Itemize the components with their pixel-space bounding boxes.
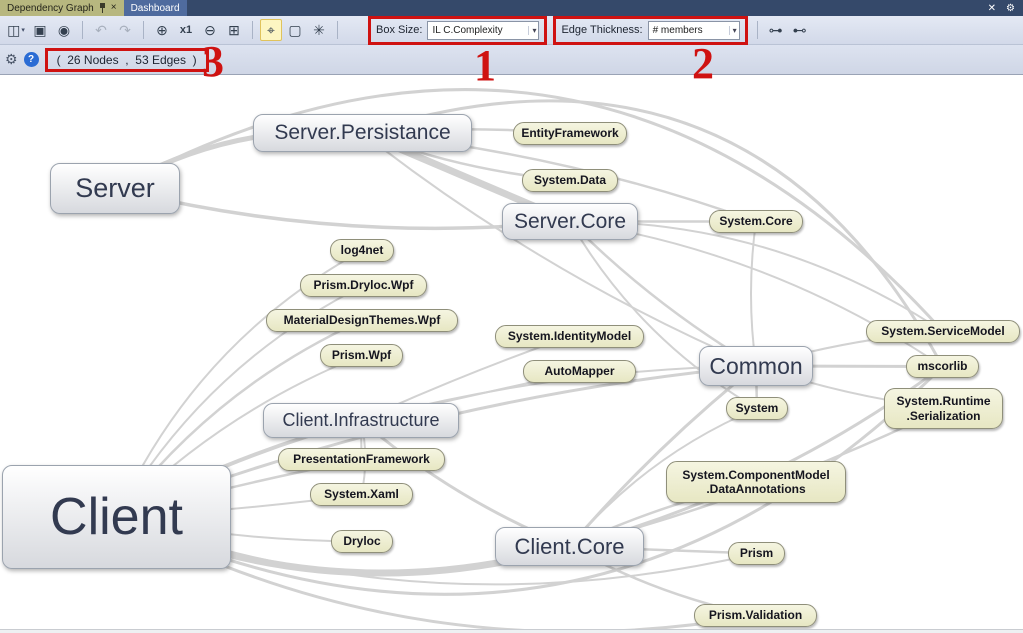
graph-node-mscorlib[interactable]: mscorlib xyxy=(906,355,979,378)
toolbar-separator xyxy=(82,21,83,39)
graph-edge-client_core-to-system xyxy=(568,407,758,548)
node-edge-count-badge: ( 26 Nodes , 53 Edges ) xyxy=(44,47,209,72)
gear-icon[interactable]: ⚙ xyxy=(5,51,18,67)
graph-node-prism_wpf[interactable]: Prism.Wpf xyxy=(320,344,403,367)
toolbar-separator xyxy=(756,21,758,39)
chevron-down-icon: ▾ xyxy=(528,25,536,35)
tab-bar: Dependency Graph × Dashboard ✕ ⚙ xyxy=(0,0,1023,16)
graph-node-prism[interactable]: Prism xyxy=(728,542,785,565)
tab-dashboard[interactable]: Dashboard xyxy=(123,0,187,16)
pin-icon[interactable] xyxy=(99,3,106,13)
pin-board-icon[interactable]: ▣ xyxy=(33,21,47,38)
annotation-number-2: 2 xyxy=(692,39,714,88)
undo-icon: ↶ xyxy=(95,21,107,38)
graph-node-automapper[interactable]: AutoMapper xyxy=(523,360,636,383)
graph-node-client_core[interactable]: Client.Core xyxy=(495,527,644,566)
graph-toolbar: ◫▾▣◉↶↷⊕x1⊖⊞⌖▢✳Box Size:IL C.Complexity▾E… xyxy=(0,15,1023,45)
dependency-matrix-icon[interactable]: ⊶ xyxy=(768,21,783,38)
box-size-dropdown-label: Box Size: xyxy=(376,24,423,36)
graph-edge-client-to-mscorlib xyxy=(115,365,944,596)
graph-node-server[interactable]: Server xyxy=(50,163,180,214)
toolbar-separator xyxy=(252,21,253,39)
tab-label: Dashboard xyxy=(130,2,180,14)
graph-node-system_identitymodel[interactable]: System.IdentityModel xyxy=(495,325,644,348)
graph-node-dryloc[interactable]: Dryloc xyxy=(331,530,393,553)
camera-icon[interactable]: ◉ xyxy=(57,21,71,38)
edge-thickness-dropdown-label: Edge Thickness: xyxy=(561,24,643,36)
graph-node-client_infrastructure[interactable]: Client.Infrastructure xyxy=(263,403,459,438)
horizontal-scrollbar[interactable] xyxy=(0,629,1023,633)
box-size-dropdown-group: Box Size: IL C.Complexity ▾ xyxy=(368,15,548,45)
tab-label: Dependency Graph xyxy=(7,2,94,14)
tab-dependency-graph[interactable]: Dependency Graph × xyxy=(0,0,124,16)
help-icon[interactable]: ? xyxy=(23,52,39,67)
zoom-out-icon[interactable]: ⊖ xyxy=(204,21,216,38)
zoom-reset-button[interactable]: x1 xyxy=(179,24,193,36)
graph-edge-server_persistance-to-mscorlib xyxy=(361,99,944,368)
tabbar-right: ✕ ⚙ xyxy=(988,0,1023,16)
marquee-select-icon[interactable]: ▢ xyxy=(288,21,302,38)
graph-node-log4net[interactable]: log4net xyxy=(330,239,394,262)
graph-edge-server_persistance-to-common xyxy=(361,132,757,367)
graph-node-system_core[interactable]: System.Core xyxy=(709,210,803,233)
settings-gear-icon[interactable]: ⚙ xyxy=(1006,2,1015,14)
graph-node-prism_validation[interactable]: Prism.Validation xyxy=(694,604,817,627)
edge-thickness-dropdown-group: Edge Thickness: # members ▾ xyxy=(553,15,748,45)
edge-thickness-dropdown-value: # members xyxy=(652,24,703,36)
toolbar-separator xyxy=(143,21,144,39)
chevron-down-icon: ▾ xyxy=(728,25,737,35)
graph-node-materialdesignthemes_wpf[interactable]: MaterialDesignThemes.Wpf xyxy=(266,309,458,332)
close-window-icon[interactable]: ✕ xyxy=(987,2,997,14)
annotation-number-1: 1 xyxy=(474,41,496,90)
chevron-down-icon: ▾ xyxy=(21,27,25,34)
graph-node-system_runtime_serialization[interactable]: System.Runtime .Serialization xyxy=(884,388,1003,429)
graph-node-entityframework[interactable]: EntityFramework xyxy=(513,122,627,145)
edge-thickness-dropdown[interactable]: # members ▾ xyxy=(647,20,740,40)
close-icon[interactable]: × xyxy=(110,2,117,13)
box-size-dropdown-value: IL C.Complexity xyxy=(432,24,503,36)
graph-node-common[interactable]: Common xyxy=(699,346,813,386)
graph-node-server_persistance[interactable]: Server.Persistance xyxy=(253,114,472,152)
box-size-dropdown[interactable]: IL C.Complexity ▾ xyxy=(427,20,540,40)
neighborhood-icon[interactable]: ✳ xyxy=(313,21,325,38)
toolbar-separator xyxy=(337,21,338,39)
graph-node-system_data[interactable]: System.Data xyxy=(522,169,618,192)
graph-node-system[interactable]: System xyxy=(726,397,788,420)
zoom-fit-icon[interactable]: ⊞ xyxy=(228,21,240,38)
graph-node-system_componentmodel_dataannotations[interactable]: System.ComponentModel .DataAnnotations xyxy=(666,461,846,503)
graph-node-system_servicemodel[interactable]: System.ServiceModel xyxy=(866,320,1020,343)
graph-node-system_xaml[interactable]: System.Xaml xyxy=(310,483,413,506)
redo-icon: ↷ xyxy=(119,21,131,38)
annotation-number-3: 3 xyxy=(202,37,224,86)
graph-statusbar: ⚙ ? ( 26 Nodes , 53 Edges ) xyxy=(0,45,1023,75)
graph-node-prism_dryloc_wpf[interactable]: Prism.Dryloc.Wpf xyxy=(300,274,427,297)
graph-layout-icon[interactable]: ⊷ xyxy=(792,21,807,38)
graph-node-presentationframework[interactable]: PresentationFramework xyxy=(278,448,445,471)
new-graph-icon[interactable]: ◫▾ xyxy=(7,21,25,38)
graph-node-server_core[interactable]: Server.Core xyxy=(502,203,638,240)
graph-node-client[interactable]: Client xyxy=(2,465,231,569)
pan-crosshair-icon[interactable]: ⌖ xyxy=(260,19,282,41)
zoom-in-icon[interactable]: ⊕ xyxy=(156,21,168,38)
graph-edge-server-to-system_servicemodel xyxy=(113,88,945,333)
